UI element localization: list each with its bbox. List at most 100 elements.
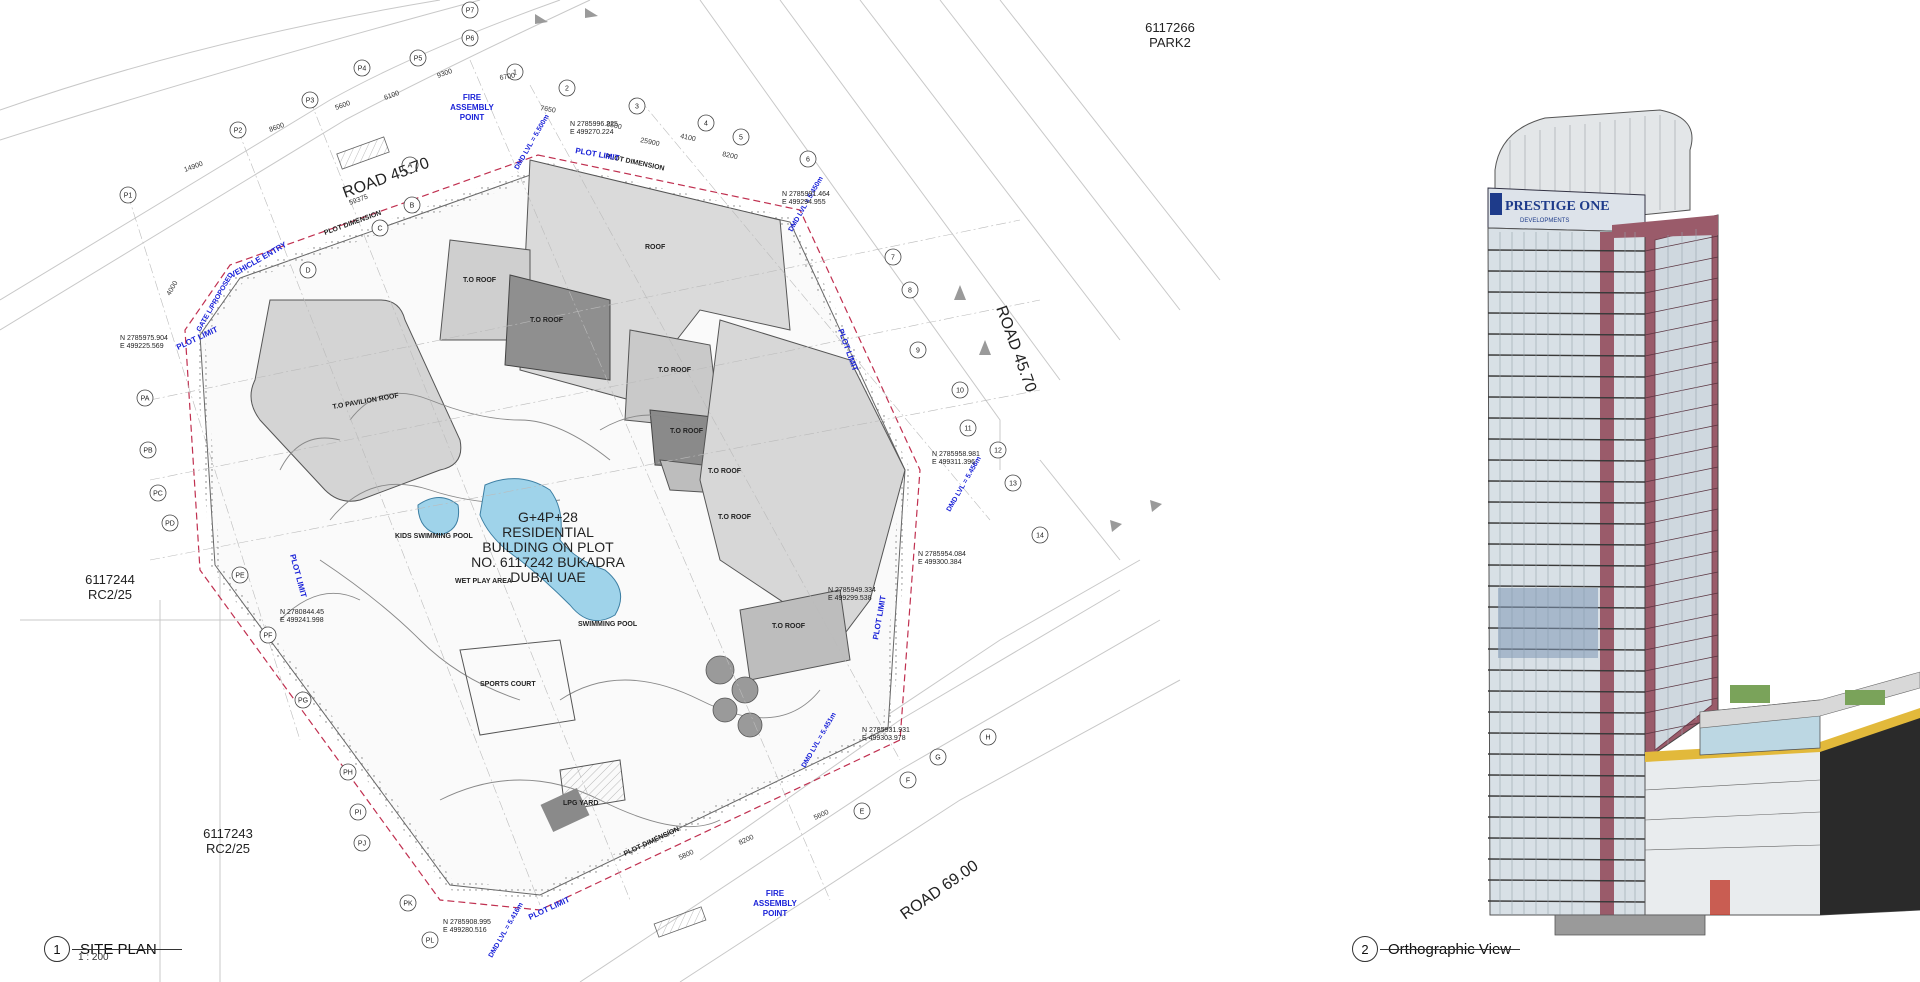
orthographic-tower (1487, 109, 1920, 936)
dimension-label: 4000 (166, 280, 180, 297)
floor-slab-line (1487, 753, 1646, 756)
floor-slab-line-side (1644, 655, 1719, 672)
grid-bubble-label-d: D (305, 268, 310, 275)
grid-bubble-label-p5: P5 (414, 56, 423, 63)
floor-slab-line-side (1644, 361, 1719, 378)
dimension-label: 5600 (813, 809, 830, 822)
grid-bubble-6 (799, 150, 817, 168)
floor-slab-line (1487, 795, 1646, 798)
grid-bubble-p3 (301, 91, 319, 109)
grid-bubble-pk (399, 894, 417, 912)
to-roof-label-4: T.O ROOF (670, 428, 704, 435)
grid-bubble-8 (901, 281, 919, 299)
pavilion-roof (250, 299, 462, 502)
sports-court (459, 639, 576, 736)
fire-assembly-south-2: ASSEMBLY (753, 899, 797, 908)
sports-court-label: SPORTS COURT (480, 681, 536, 688)
grid-bubble-label-ph: PH (343, 770, 353, 777)
grid-bubble-4 (697, 114, 715, 132)
grid-bubble-label-9: 9 (916, 348, 920, 355)
floor-slab-line-side (1644, 571, 1719, 588)
fire-assembly-north-2: ASSEMBLY (450, 103, 494, 112)
floor-slab-line (1487, 417, 1646, 420)
coord-4-e: E 499311.396 (932, 459, 975, 466)
grid-bubble-label-p7: P7 (466, 8, 475, 15)
play-blobs (705, 655, 763, 738)
plot-ref-west-zone: RC2/25 (87, 587, 133, 602)
view-number-2: 2 (1352, 936, 1378, 962)
floor-slab-line-side (1644, 340, 1719, 357)
grid-bubble-3 (628, 97, 646, 115)
coord-1-e: E 499270.224 (570, 129, 614, 136)
road-label-south: ROAD 69.00 (898, 857, 982, 923)
grid-bubble-p2 (229, 121, 247, 139)
grid-bubble-label-f: F (906, 778, 910, 785)
fire-assembly-north-1: FIRE (463, 93, 482, 102)
dimension-label: 6700 (499, 72, 516, 82)
grid-bubble-1 (506, 63, 524, 81)
grid-bubble-b (403, 196, 421, 214)
floor-slab-line (1487, 837, 1646, 840)
wet-play-label: WET PLAY AREA (455, 578, 512, 585)
grid-bubble-label-h: H (985, 735, 990, 742)
grid-bubble-label-pc: PC (153, 491, 163, 498)
coord-3-e: E 499225.569 (120, 343, 164, 350)
grid-bubble-label-10: 10 (956, 388, 964, 395)
grid-bubble-9 (909, 341, 927, 359)
grid-bubble-13 (1004, 474, 1022, 492)
grid-bubble-label-13: 13 (1009, 481, 1017, 488)
dimension-label: 8200 (722, 151, 739, 161)
grid-bubble-label-11: 11 (964, 426, 971, 433)
grid-bubble-label-pe: PE (235, 573, 245, 580)
to-roof-label-6: T.O ROOF (718, 514, 752, 521)
dimension-label: 6100 (383, 90, 400, 102)
floor-slab-line-side (1644, 466, 1719, 483)
coord-7-e: E 499241.998 (280, 617, 324, 624)
coord-8-e: E 499303.978 (862, 735, 906, 742)
floor-slab-line-side (1644, 277, 1719, 294)
grid-bubble-e (853, 802, 871, 820)
grid-bubble-label-c: C (377, 226, 382, 233)
coord-2-e: E 499294.955 (782, 199, 826, 206)
grid-bubbles: P1P2P3P4P5P6P71234567891011121314ABCDEFG… (119, 1, 1049, 949)
grid-bubble-pf (259, 626, 277, 644)
grid-bubble-10 (951, 381, 969, 399)
floor-slab-line-side (1644, 592, 1719, 609)
building-label: G+4P+28 RESIDENTIAL BUILDING ON PLOT NO.… (471, 509, 625, 585)
floor-slab-line (1487, 270, 1646, 273)
floor-slab-line-side (1644, 298, 1719, 315)
floor-slab-line (1487, 564, 1646, 567)
grid-bubble-label-2: 2 (565, 86, 569, 93)
floor-slab-line-side (1644, 235, 1719, 252)
grid-bubble-pl (421, 931, 439, 949)
floor-slab-line (1487, 375, 1646, 378)
floor-slab-line (1487, 291, 1646, 294)
grid-bubble-label-pg: PG (298, 698, 308, 705)
view-underline-ortho (1380, 949, 1520, 950)
grid-bubble-2 (558, 79, 576, 97)
grid-bubble-p7 (461, 1, 479, 19)
floor-slab-line-side (1644, 256, 1719, 273)
grid-bubble-label-p6: P6 (466, 36, 475, 43)
to-roof-label-1: T.O ROOF (463, 277, 497, 284)
floor-slab-line (1487, 396, 1646, 399)
dimension-label: 9300 (436, 68, 453, 80)
building-label-line4: NO. 6117242 BUKADRA (471, 554, 625, 570)
plot-ref-northeast: 6117266 PARK2 (1130, 20, 1210, 50)
grid-bubble-g (929, 748, 947, 766)
grid-bubble-pe (231, 566, 249, 584)
plot-ref-west: 6117244 RC2/25 (70, 572, 150, 602)
grid-bubble-label-8: 8 (908, 288, 912, 295)
plot-ref-southwest-id: 6117243 (203, 826, 253, 841)
grid-bubble-p6 (461, 29, 479, 47)
grid-bubble-label-1: 1 (513, 70, 517, 77)
grid-bubble-pg (294, 691, 312, 709)
grid-bubble-label-p2: P2 (234, 128, 243, 135)
floor-slab-line (1487, 669, 1646, 672)
floor-slab-line (1487, 585, 1646, 588)
grid-bubble-h (979, 728, 997, 746)
fire-assembly-icon-south (653, 906, 707, 938)
tower-sign-main: PRESTIGE ONE (1505, 199, 1610, 214)
dimension-label: 8200 (738, 834, 755, 847)
grid-bubble-label-p1: P1 (124, 193, 133, 200)
